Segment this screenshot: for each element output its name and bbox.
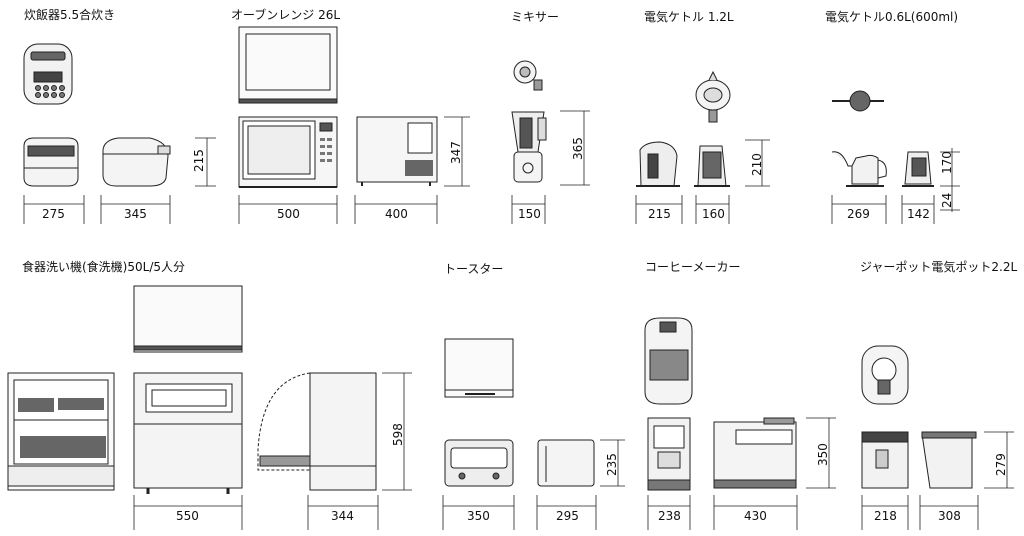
dim-jar-pot-height: 279: [994, 453, 1008, 476]
dim-mixer-height: 365: [571, 137, 585, 160]
dim-kettle-12-height: 210: [750, 153, 764, 176]
dim-kettle-12-depth: 160: [702, 207, 725, 221]
dishwasher-front-view: [133, 372, 243, 494]
dim-rice-cooker-depth: 345: [124, 207, 147, 221]
dim-dishwasher-height: 598: [391, 423, 405, 446]
kettle-12-front-view: [636, 141, 680, 187]
title-mixer: ミキサー: [511, 10, 560, 24]
dim-coffee-depth: 430: [744, 509, 767, 523]
kettle-12-side-view: [694, 145, 730, 187]
dim-mixer-width: 150: [518, 207, 541, 221]
oven-top-view: [238, 26, 338, 104]
dim-toaster-depth: 295: [556, 509, 579, 523]
toaster-top-view: [444, 338, 514, 398]
title-coffee-maker: コーヒーメーカー: [645, 260, 741, 274]
rice-cooker-side-view: [102, 137, 171, 187]
dim-jar-pot-width: 218: [874, 509, 897, 523]
coffee-maker-side-view: [713, 417, 797, 489]
oven-side-view: [356, 116, 438, 186]
dim-rice-cooker-width: 275: [42, 207, 65, 221]
title-toaster: トースター: [444, 262, 504, 276]
jar-pot-side-view: [921, 431, 977, 489]
dim-oven-width: 500: [277, 207, 300, 221]
mixer-top-view: [513, 60, 543, 91]
dim-dishwasher-width: 550: [176, 509, 199, 523]
rice-cooker-front-view: [23, 137, 79, 187]
toaster-front-view: [444, 439, 514, 487]
jar-pot-top-view: [861, 345, 909, 405]
dim-toaster-width: 350: [467, 509, 490, 523]
title-oven: オーブンレンジ 26L: [231, 8, 341, 22]
kettle-06-side-view: [902, 151, 934, 187]
dishwasher-side-view: [257, 372, 377, 491]
kettle-06-front-view: [831, 151, 887, 187]
kettle-12-top-view: [695, 70, 731, 123]
jar-pot-front-view: [861, 431, 909, 489]
dim-rice-cooker-height: 215: [192, 149, 206, 172]
rice-cooker-top-view: [23, 43, 73, 105]
dim-toaster-height: 235: [605, 453, 619, 476]
dishwasher-top-view: [133, 285, 243, 353]
title-kettle-06: 電気ケトル0.6L(600ml): [825, 10, 959, 24]
oven-front-view: [238, 116, 338, 188]
title-rice-cooker: 炊飯器5.5合炊き: [24, 8, 116, 22]
dim-kettle-06-base: 24: [940, 192, 954, 208]
title-jar-pot: ジャーポット電気ポット2.2L: [860, 260, 1018, 274]
coffee-maker-front-view: [647, 417, 691, 491]
mixer-front-view: [511, 111, 547, 183]
dim-oven-depth: 400: [385, 207, 408, 221]
dim-kettle-12-width: 215: [648, 207, 671, 221]
dim-jar-pot-depth: 308: [938, 509, 961, 523]
dim-oven-height: 347: [449, 141, 463, 164]
toaster-side-view: [537, 439, 595, 487]
title-kettle-12: 電気ケトル 1.2L: [644, 10, 734, 24]
dim-kettle-06-width: 269: [847, 207, 870, 221]
dim-kettle-06-height: 170: [940, 151, 954, 174]
kettle-06-top-view: [832, 90, 884, 112]
coffee-maker-top-view: [644, 317, 693, 405]
dim-coffee-width: 238: [658, 509, 681, 523]
dim-coffee-height: 350: [816, 443, 830, 466]
dim-kettle-06-depth: 142: [907, 207, 930, 221]
title-dishwasher: 食器洗い機(食洗機)50L/5人分: [22, 260, 185, 274]
dim-dishwasher-depth: 344: [331, 509, 354, 523]
dishwasher-open-view: [7, 372, 115, 491]
